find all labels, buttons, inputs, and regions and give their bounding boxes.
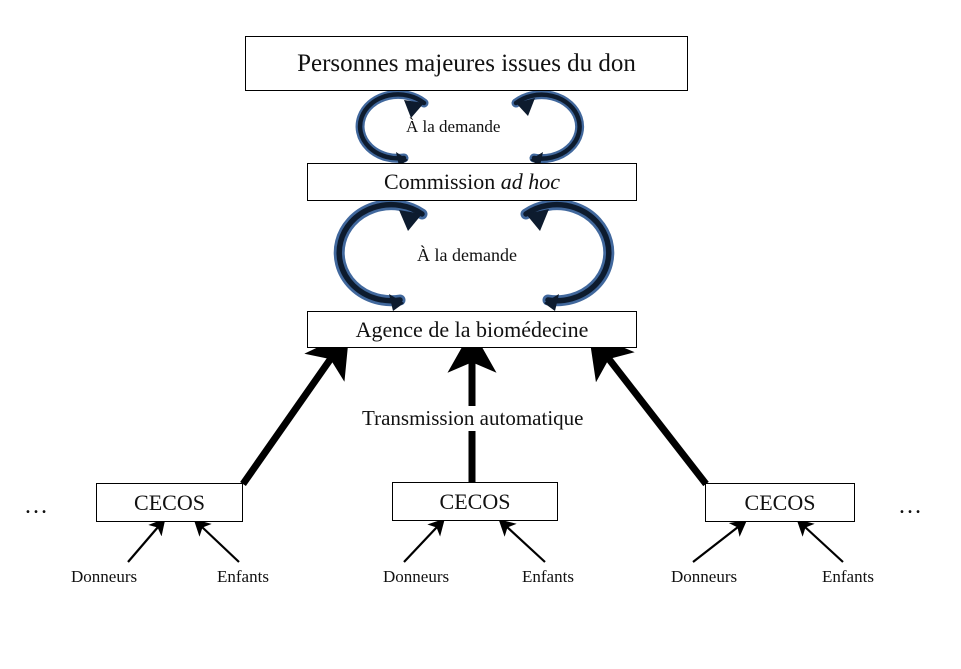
arrow-enfants-left-to-cecos [193, 519, 240, 563]
edge-label-transmission-automatique: Transmission automatique [354, 406, 592, 431]
node-cecos-left-label: CECOS [134, 489, 205, 515]
arrow-enfants-right-to-cecos [796, 519, 844, 563]
node-agence-label: Agence de la biomédecine [355, 316, 589, 342]
arrow-cecos-left-to-agence [240, 332, 350, 487]
node-commission-label-italic: ad hoc [500, 169, 560, 194]
node-commission-label: Commission ad hoc [384, 171, 560, 193]
loop-arrow-commission-agence [333, 199, 615, 311]
arrow-cecos-right-to-agence [588, 332, 709, 487]
node-personnes-label: Personnes majeures issues du don [297, 50, 636, 77]
source-label-donneurs-right: Donneurs [671, 567, 738, 586]
source-label-donneurs-left: Donneurs [71, 567, 138, 586]
source-label-enfants-left: Enfants [217, 567, 269, 586]
node-commission-label-main: Commission [383, 169, 501, 194]
arrow-donneurs-right-to-cecos [692, 519, 748, 563]
arrow-donneurs-middle-to-cecos [403, 518, 445, 563]
ellipsis-right: … [898, 493, 924, 519]
node-cecos-middle[interactable]: CECOS [392, 482, 558, 521]
node-cecos-left[interactable]: CECOS [96, 483, 243, 522]
source-label-donneurs-middle: Donneurs [383, 567, 450, 586]
source-label-enfants-middle: Enfants [522, 567, 574, 586]
loop-arrow-personnes-commission [355, 89, 585, 166]
node-agence-de-la-biomedecine[interactable]: Agence de la biomédecine [307, 311, 637, 348]
source-label-enfants-right: Enfants [822, 567, 874, 586]
node-cecos-right-label: CECOS [744, 489, 816, 515]
arrow-donneurs-left-to-cecos [127, 518, 166, 563]
ellipsis-left: … [24, 493, 50, 519]
loop-label-a-la-demande-lower: À la demande [413, 246, 521, 264]
node-personnes-majeures-issues-du-don[interactable]: Personnes majeures issues du don [245, 36, 688, 91]
arrow-enfants-middle-to-cecos [498, 519, 546, 563]
node-cecos-middle-label: CECOS [439, 488, 511, 514]
loop-label-a-la-demande-upper: À la demande [402, 118, 505, 135]
node-cecos-right[interactable]: CECOS [705, 483, 855, 522]
node-commission-ad-hoc[interactable]: Commission ad hoc [307, 163, 637, 201]
